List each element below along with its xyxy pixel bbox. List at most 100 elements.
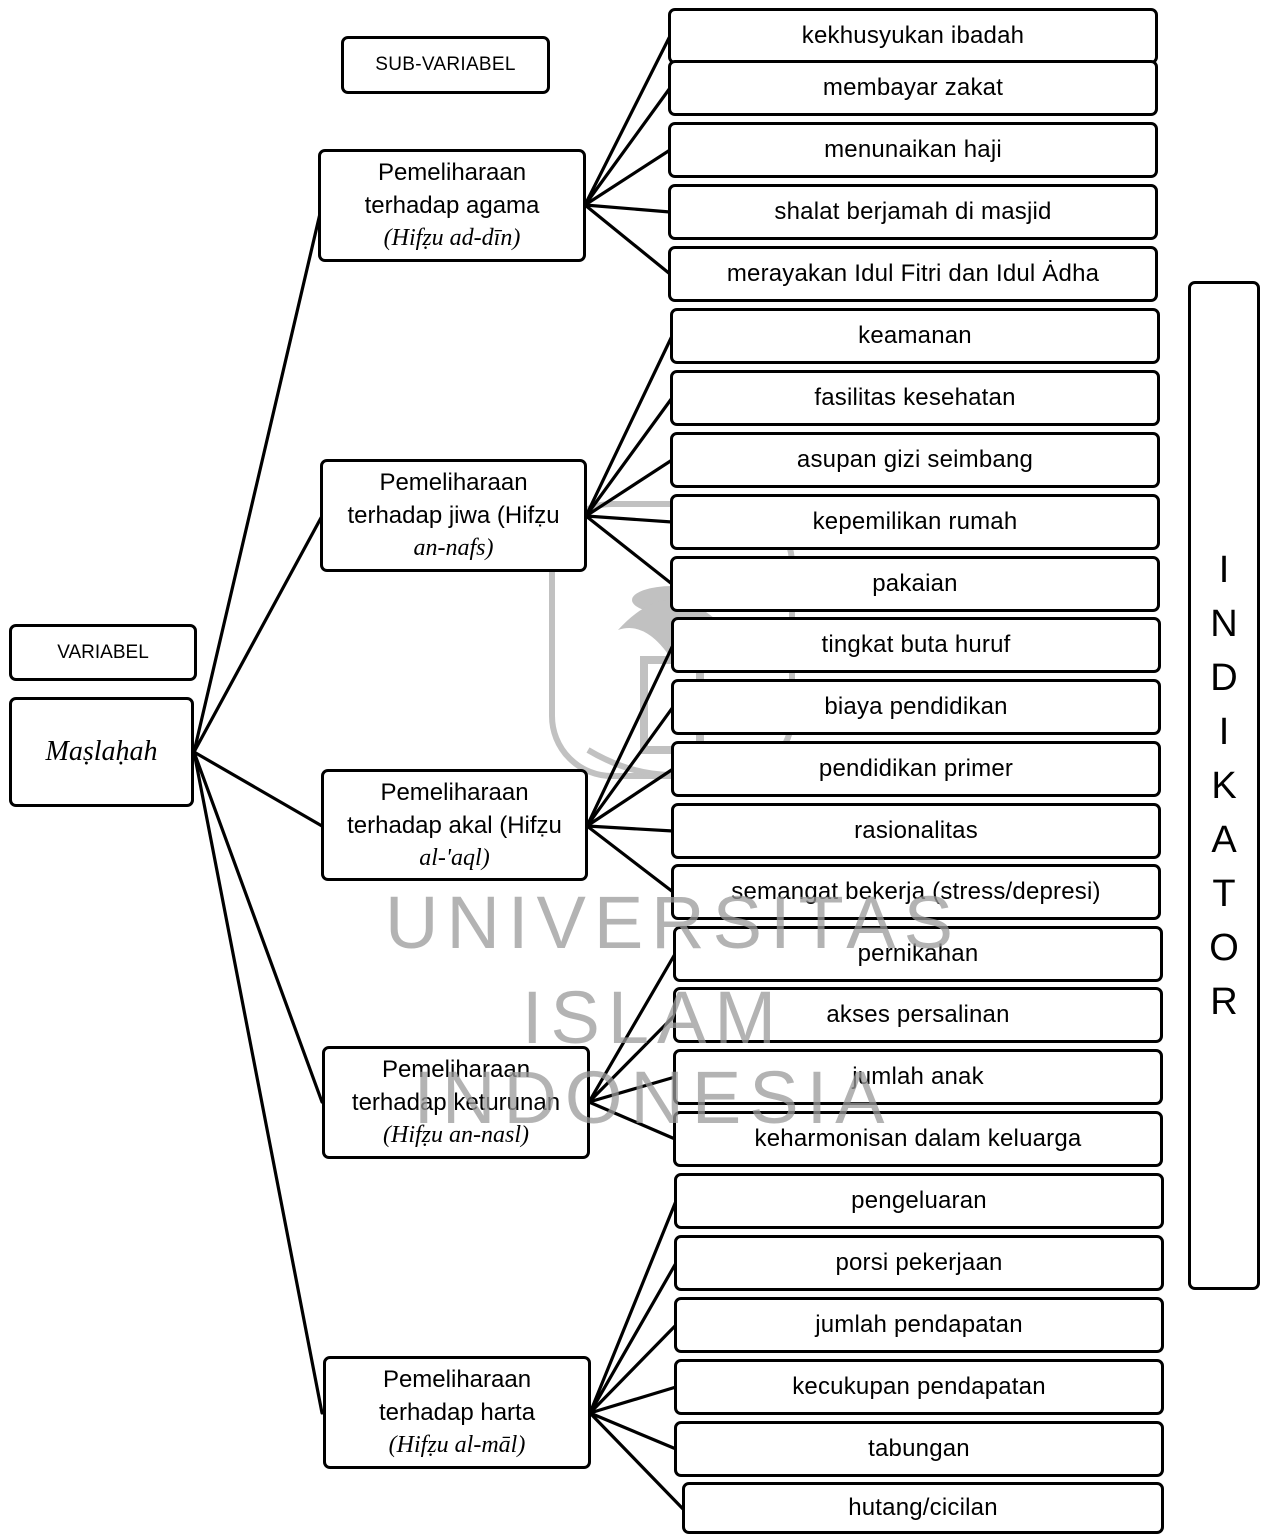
indicator-text: pengeluaran bbox=[851, 1187, 987, 1214]
connector bbox=[588, 1385, 678, 1415]
indicator-box: porsi pekerjaan bbox=[674, 1235, 1164, 1291]
connector bbox=[583, 203, 672, 276]
indicator-box: akses persalinan bbox=[673, 987, 1163, 1043]
indicator-text: rasionalitas bbox=[854, 817, 978, 844]
indicator-text: kecukupan pendapatan bbox=[792, 1373, 1046, 1400]
indicator-text: kepemilikan rumah bbox=[812, 508, 1018, 535]
indicator-text: semangat bekerja (stress/depresi) bbox=[731, 878, 1101, 905]
indicator-text: keharmonisan dalam keluarga bbox=[754, 1125, 1082, 1152]
sub-variable-line: terhadap agama bbox=[364, 192, 540, 219]
indicator-box: pengeluaran bbox=[674, 1173, 1164, 1229]
sub-variable-line: terhadap keturunan bbox=[351, 1089, 561, 1116]
connector bbox=[588, 1261, 678, 1415]
indicator-box: jumlah anak bbox=[673, 1049, 1163, 1105]
sub-variable-akal: Pemeliharaan terhadap akal (Hifẓu al-'aq… bbox=[321, 769, 588, 881]
indicator-box: jumlah pendapatan bbox=[674, 1297, 1164, 1353]
indicator-text: biaya pendidikan bbox=[824, 693, 1008, 720]
connector bbox=[585, 824, 675, 833]
variabel-text: VARIABEL bbox=[57, 641, 149, 663]
sub-variable-latin: an-nafs) bbox=[413, 535, 494, 561]
indicator-text: akses persalinan bbox=[826, 1001, 1010, 1028]
indicator-box: tabungan bbox=[674, 1421, 1164, 1477]
indicator-box: asupan gizi seimbang bbox=[670, 432, 1160, 488]
connector bbox=[585, 705, 675, 828]
indicator-text: menunaikan haji bbox=[824, 136, 1002, 163]
connector bbox=[585, 767, 675, 828]
connector bbox=[587, 1075, 677, 1104]
sub-variabel-text: SUB-VARIABEL bbox=[375, 54, 516, 75]
indicator-box: merayakan Idul Fitri dan Idul Ȧdha bbox=[668, 246, 1158, 302]
indicator-box: pakaian bbox=[670, 556, 1160, 612]
sub-variable-latin: (Hifẓu al-māl) bbox=[388, 1432, 526, 1458]
connector bbox=[192, 750, 324, 828]
indicator-box: kecukupan pendapatan bbox=[674, 1359, 1164, 1415]
sub-variable-line: Pemeliharaan bbox=[380, 778, 529, 806]
connector bbox=[583, 203, 672, 214]
indikator-letter: T bbox=[1212, 872, 1236, 915]
indicator-box: pendidikan primer bbox=[671, 741, 1161, 797]
sub-variable-line: Pemeliharaan bbox=[382, 1366, 532, 1393]
sub-variable-latin: al-'aql) bbox=[419, 844, 490, 871]
indikator-letter: R bbox=[1210, 980, 1238, 1023]
indikator-letter: K bbox=[1211, 764, 1237, 807]
sub-variabel-label: SUB-VARIABEL bbox=[341, 36, 550, 94]
indicator-box: pernikahan bbox=[673, 926, 1163, 982]
indicator-text: jumlah anak bbox=[852, 1063, 984, 1090]
sub-variable-keturunan: Pemeliharaan terhadap keturunan (Hifẓu a… bbox=[322, 1046, 590, 1159]
indikator-letter: D bbox=[1210, 656, 1238, 699]
indicator-box: biaya pendidikan bbox=[671, 679, 1161, 735]
indikator-letter: A bbox=[1211, 818, 1237, 861]
sub-variable-agama: Pemeliharaan terhadap agama (Hifẓu ad-dī… bbox=[318, 149, 586, 262]
indicator-box: menunaikan haji bbox=[668, 122, 1158, 178]
indicator-text: keamanan bbox=[858, 322, 972, 349]
indicator-text: membayar zakat bbox=[822, 74, 1004, 101]
indicator-box: fasilitas kesehatan bbox=[670, 370, 1160, 426]
root-text: Maṣlaḥah bbox=[45, 736, 158, 767]
indicator-text: fasilitas kesehatan bbox=[814, 384, 1016, 411]
sub-variable-latin: (Hifẓu ad-dīn) bbox=[383, 225, 521, 251]
connector bbox=[587, 1100, 677, 1141]
indikator-letter: I bbox=[1218, 548, 1230, 591]
indicator-box: keamanan bbox=[670, 308, 1160, 364]
indicator-box: kepemilikan rumah bbox=[670, 494, 1160, 550]
connector bbox=[192, 203, 324, 754]
connector bbox=[584, 334, 674, 518]
indicator-box: shalat berjamah di masjid bbox=[668, 184, 1158, 240]
connector bbox=[588, 1411, 686, 1512]
indicator-box: rasionalitas bbox=[671, 803, 1161, 859]
indicator-text: kekhusyukan ibadah bbox=[801, 22, 1025, 49]
indicator-text: tabungan bbox=[868, 1435, 970, 1462]
sub-variable-line: terhadap harta bbox=[378, 1399, 536, 1426]
connector bbox=[192, 514, 324, 754]
connector bbox=[192, 750, 324, 1104]
connector bbox=[585, 824, 675, 894]
root-node: Maṣlaḥah bbox=[9, 697, 194, 807]
connector bbox=[584, 458, 674, 518]
sub-variable-line: terhadap akal (Hifẓu bbox=[347, 811, 562, 839]
indicator-text: tingkat buta huruf bbox=[821, 631, 1011, 658]
indicator-box: semangat bekerja (stress/depresi) bbox=[671, 864, 1161, 920]
sub-variable-line: Pemeliharaan bbox=[379, 469, 528, 496]
indicator-box: tingkat buta huruf bbox=[671, 617, 1161, 673]
connector bbox=[588, 1411, 678, 1451]
sub-variable-harta: Pemeliharaan terhadap harta (Hifẓu al-mā… bbox=[323, 1356, 591, 1469]
indicator-text: hutang/cicilan bbox=[848, 1494, 998, 1521]
indikator-letter: O bbox=[1209, 926, 1239, 969]
indicator-text: shalat berjamah di masjid bbox=[774, 198, 1052, 225]
indikator-label: I N D I K A T O R bbox=[1188, 281, 1260, 1290]
indicator-box: membayar zakat bbox=[668, 60, 1158, 116]
indicator-text: pernikahan bbox=[857, 940, 979, 967]
indicator-text: jumlah pendapatan bbox=[815, 1311, 1023, 1338]
indicator-text: merayakan Idul Fitri dan Idul Ȧdha bbox=[726, 260, 1100, 287]
indicator-text: pendidikan primer bbox=[818, 755, 1014, 782]
indicator-text: asupan gizi seimbang bbox=[796, 446, 1034, 473]
connector bbox=[584, 514, 674, 586]
indikator-letter: I bbox=[1218, 710, 1230, 753]
sub-variable-jiwa: Pemeliharaan terhadap jiwa (Hifẓu an-naf… bbox=[320, 459, 587, 572]
sub-variable-latin: (Hifẓu an-nasl) bbox=[383, 1122, 529, 1148]
connector bbox=[583, 34, 672, 207]
connector bbox=[588, 1323, 678, 1415]
variabel-label: VARIABEL bbox=[9, 624, 197, 681]
connector bbox=[583, 148, 672, 207]
